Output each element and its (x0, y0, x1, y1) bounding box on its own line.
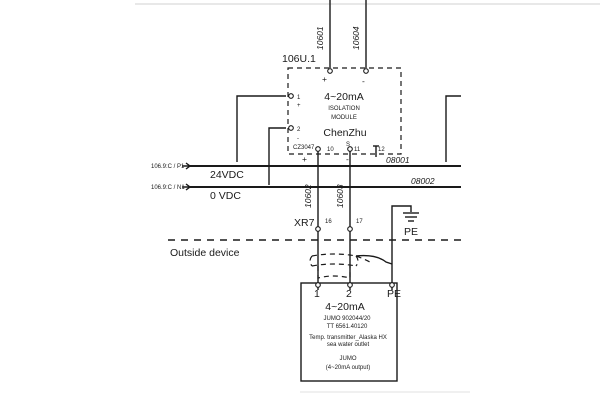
pin-input-2: 2 (297, 127, 301, 133)
module-signal: 4~20mA (324, 91, 363, 103)
terminal-17-label: 17 (356, 219, 363, 225)
terminal-input-2 (288, 125, 294, 131)
cable-shield-left (309, 255, 313, 267)
top-plus-sign: + (322, 74, 327, 84)
cable-shield-right (355, 255, 359, 267)
device-pin-1: 1 (314, 288, 320, 300)
pin-s: S (346, 142, 350, 148)
wire-label-08001: 08001 (386, 155, 410, 165)
p1-reference: 106.9:C / P1 (151, 164, 185, 170)
module-name-line1: ISOLATION (328, 106, 360, 112)
wire-label-10602: 10602 (303, 184, 313, 208)
n1-reference: 106.9:C / N1 (151, 185, 185, 191)
terminal-xr7-16 (315, 226, 321, 232)
pin-10: 10 (327, 147, 334, 153)
wire-label-10603: 10603 (335, 184, 345, 208)
power-minus-sign: - (346, 154, 349, 164)
device-terminal-pe (389, 282, 395, 288)
device-pin-2: 2 (346, 288, 352, 300)
cable-twist-1 (317, 266, 351, 279)
pin-input-1: 1 (297, 95, 301, 101)
wire-label-10604: 10604 (351, 26, 361, 50)
isolation-module-box (287, 67, 402, 155)
pin-input-plus: + (297, 103, 301, 109)
terminal-xr7-17 (347, 226, 353, 232)
device-model-line2: TT 6561.40120 (327, 324, 368, 330)
device-desc-line1: Temp. transmitter_Alaska HX (309, 335, 387, 341)
module-maker: ChenZhu (323, 127, 366, 139)
wire-pe (391, 205, 412, 290)
terminal-10 (315, 146, 321, 152)
top-minus-sign: - (362, 76, 365, 86)
module-name-line2: MODULE (331, 115, 357, 121)
n1-voltage: 0 VDC (210, 190, 241, 202)
ground-pe-label: PE (404, 226, 418, 238)
cable-shield-lower (311, 263, 357, 267)
terminal-input-1 (288, 93, 294, 99)
wire-label-08002: 08002 (411, 176, 435, 186)
device-model-line1: JUMO 902044/20 (323, 316, 371, 322)
device-signal: 4~20mA (325, 301, 364, 313)
xr7-label: XR7 (294, 217, 315, 229)
pin-input-minus: - (297, 136, 299, 142)
terminal-top-plus (327, 68, 333, 74)
device-terminal-1 (315, 282, 321, 288)
wire-label-10601: 10601 (315, 26, 325, 50)
module-tag: 106U.1 (282, 53, 316, 65)
power-plus-sign: + (302, 154, 307, 164)
p1-voltage: 24VDC (210, 169, 244, 181)
cable-shield-drain (355, 254, 393, 265)
outside-device-label: Outside device (170, 247, 240, 259)
module-model: CZ3047 (293, 145, 315, 151)
pin-12: 12 (378, 147, 385, 153)
cable-shield-upper (311, 253, 371, 263)
wire-input-2-feed (268, 127, 286, 185)
device-pin-pe: PE (387, 288, 401, 300)
device-output: (4~20mA output) (326, 365, 371, 371)
wire-right-feed (445, 95, 461, 162)
device-brand: JUMO (340, 356, 357, 362)
terminal-16-label: 16 (325, 219, 332, 225)
wire-input-1-feed (236, 95, 286, 162)
terminal-top-minus (363, 68, 369, 74)
pin-11: 11 (354, 147, 361, 153)
device-terminal-2 (347, 282, 353, 288)
device-desc-line2: sea water outlet (327, 342, 370, 348)
